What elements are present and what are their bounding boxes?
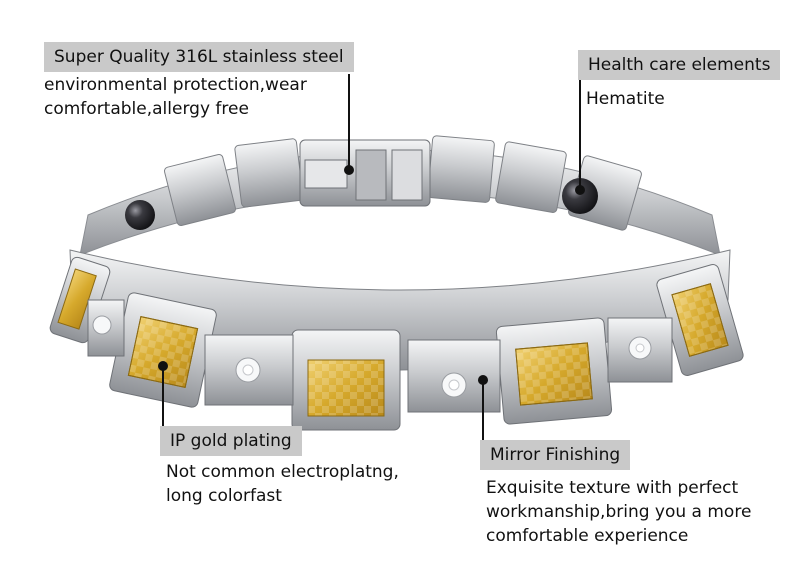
crystal-studs bbox=[92, 315, 652, 398]
mirror-callout-title: Mirror Finishing bbox=[480, 440, 631, 470]
gold-callout-title: IP gold plating bbox=[160, 426, 302, 456]
gold-callout-desc-2: long colorfast bbox=[166, 486, 282, 506]
clasp bbox=[299, 139, 431, 207]
steel-callout-title: Super Quality 316L stainless steel bbox=[44, 42, 354, 72]
gold-plates bbox=[57, 268, 729, 417]
hematite-stone bbox=[562, 178, 598, 214]
mirror-callout-desc-2: workmanship,bring you a more bbox=[486, 502, 752, 522]
steel-callout-desc-2: comfortable,allergy free bbox=[44, 99, 249, 119]
mirror-callout-desc-3: comfortable experience bbox=[486, 526, 689, 546]
gold-callout-desc-1: Not common electroplatng, bbox=[166, 462, 399, 482]
leader-lines bbox=[158, 74, 585, 440]
mirror-callout-desc-1: Exquisite texture with perfect bbox=[486, 478, 739, 498]
health-callout-title: Health care elements bbox=[578, 50, 781, 80]
steel-callout-desc-1: environmental protection,wear bbox=[44, 75, 307, 95]
hematite-stone bbox=[125, 200, 155, 230]
health-callout-desc-1: Hematite bbox=[586, 89, 665, 109]
